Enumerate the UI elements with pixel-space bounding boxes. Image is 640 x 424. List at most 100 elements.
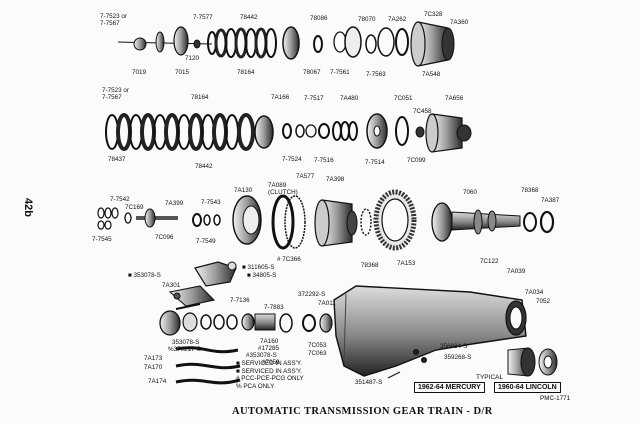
label-7a398: 7A398 <box>326 176 345 183</box>
label-7543: 7-7543 <box>201 199 221 206</box>
label-78437: 78437 <box>108 156 126 163</box>
label-353078-top: ■ 353078-S <box>128 272 161 279</box>
figure-number: PMC-1771 <box>540 395 571 402</box>
typical-note: TYPICAL <box>476 374 504 381</box>
label-7136: 7-7136 <box>230 297 250 304</box>
label-7019: 7019 <box>132 69 147 76</box>
label-7a166: 7A166 <box>271 94 290 101</box>
label-17285: #17285 <box>258 345 280 352</box>
label-7c169: 7C169 <box>125 204 144 211</box>
label-7a387: 7A387 <box>541 197 560 204</box>
label-78164-row1: 78164 <box>237 69 255 76</box>
part-7060-output-shaft <box>431 202 521 242</box>
label-7059: #7059 <box>262 359 280 366</box>
legend-item: # PCC-PCE-PCG ONLY <box>236 375 304 383</box>
label-78368-right: 78368 <box>521 187 539 194</box>
lincoln-application-box: 1960-64 LINCOLN <box>494 382 561 393</box>
label-7a548: 7A548 <box>422 71 441 78</box>
label-7a301: 7A301 <box>162 282 181 289</box>
bushings-7a034-7052 <box>507 347 558 377</box>
label-7c096: 7C096 <box>155 234 174 241</box>
clutch-pack-78164 <box>105 113 274 151</box>
label-7549: 7-7549 <box>196 238 216 245</box>
row1-parts <box>117 21 455 67</box>
label-78086: 78086 <box>310 15 328 22</box>
label-7c099: 7C099 <box>407 157 426 164</box>
label-7a130: 7A130 <box>234 187 253 194</box>
label-359268: 359268-S <box>444 354 472 361</box>
label-7015: 7015 <box>175 69 190 76</box>
label-78442-row1: 78442 <box>240 14 258 21</box>
label-7c051: 7C051 <box>394 95 413 102</box>
label-7545: 7-7545 <box>92 236 112 243</box>
part-7019 <box>133 37 147 51</box>
label-7c458: 7C458 <box>413 108 432 115</box>
label-7c122: 7C122 <box>480 258 499 265</box>
legend-item: ■ SERVICED IN ASS'Y. <box>236 367 303 375</box>
label-7561: 7-7561 <box>330 69 350 76</box>
label-7517: 7-7517 <box>304 95 324 102</box>
part-78086 <box>282 26 300 60</box>
part-7a398 <box>314 199 358 247</box>
part-7a480 <box>332 121 358 141</box>
label-78067: 78067 <box>303 69 321 76</box>
label-7542: 7-7542 <box>110 196 130 203</box>
part-7a656 <box>425 113 472 153</box>
label-7a577: 7A577 <box>296 173 315 180</box>
label-311605: ■ 311605-S <box>242 264 275 271</box>
label-7883: 7-7883 <box>264 304 284 311</box>
tubes <box>175 346 241 385</box>
label-353078-bottom: #353078-S <box>246 352 277 359</box>
label-7a480: 7A480 <box>340 95 359 102</box>
label-78368-left: 78368 <box>361 262 379 269</box>
legend-item: ■ SERVICED IN ASS'Y. <box>236 360 303 367</box>
label-7060: 7060 <box>463 189 478 196</box>
label-372292: 372292-S <box>298 291 326 298</box>
label-78070: 78070 <box>358 16 376 23</box>
legend-item: % PCA ONLY <box>236 382 275 390</box>
label-370217: %370217-S <box>168 346 201 353</box>
servo-parts-7883 <box>159 310 333 336</box>
transmission-case <box>333 285 527 379</box>
part-78070 <box>344 26 362 58</box>
label-7c366: # 7C366 <box>277 256 301 263</box>
label-7a039: 7A039 <box>507 268 526 275</box>
label-7523-7567-row1: 7-7523 or 7-7567 <box>100 13 127 27</box>
label-7563: 7-7563 <box>366 71 386 78</box>
label-34805: ■ 34805-S <box>247 272 277 279</box>
label-7a089-clutch: 7A089 (CLUTCH) <box>268 182 298 196</box>
label-7a153: 7A153 <box>397 260 416 267</box>
part-7a360 <box>410 21 455 67</box>
label-7a173: 7A173 <box>144 355 163 362</box>
label-7516: 7-7516 <box>314 157 334 164</box>
clutch-plates-78442-78164 <box>207 27 277 59</box>
label-7a011: 7A011 <box>318 300 336 307</box>
label-7a174: 7A174 <box>148 378 167 385</box>
part-7c099 <box>395 116 409 146</box>
label-351487: 351487-S <box>355 379 383 386</box>
label-7c328: 7C328 <box>424 11 443 18</box>
diagram-caption: AUTOMATIC TRANSMISSION GEAR TRAIN - D/R <box>232 406 493 417</box>
label-7a262: 7A262 <box>388 16 407 23</box>
label-7a360: 7A360 <box>450 19 469 26</box>
label-78164-row2: 78164 <box>191 94 209 101</box>
part-7a153-ring-gear <box>373 189 417 251</box>
mercury-application-box: 1962-64 MERCURY <box>414 382 485 393</box>
governor-and-linkage <box>168 261 237 310</box>
row2-parts <box>105 113 472 153</box>
label-7514: 7-7514 <box>365 159 385 166</box>
label-7120: 7120 <box>185 55 200 62</box>
label-7a170: 7A170 <box>144 364 163 371</box>
label-7524: 7-7524 <box>282 156 302 163</box>
label-7a399: 7A399 <box>165 200 184 207</box>
part-7a130 <box>232 195 262 245</box>
row3-parts <box>97 189 555 251</box>
label-356684: 356684-S <box>440 343 468 350</box>
label-7c063: 7C063 <box>308 350 327 357</box>
legend: ■ SERVICED IN ASS'Y. ■ SERVICED IN ASS'Y… <box>236 360 304 390</box>
part-78368 <box>360 208 372 236</box>
part-7a089-clutch <box>271 194 306 250</box>
label-353078-mid: 353078-S <box>172 339 200 346</box>
label-7a160: 7A160 <box>260 338 279 345</box>
